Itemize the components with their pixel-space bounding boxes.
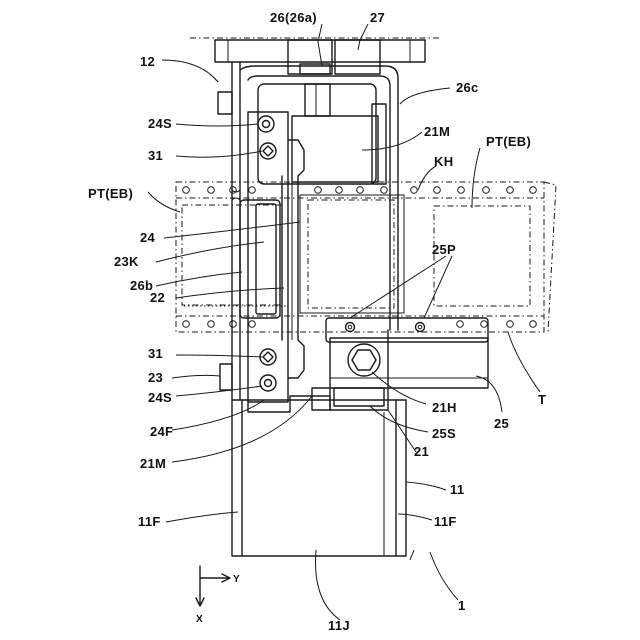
label-31-top: 31 — [148, 148, 163, 163]
label-21m-bottom: 21M — [140, 456, 166, 471]
screw-24s-top — [258, 116, 274, 132]
axis-x-label: X — [196, 614, 203, 625]
label-25: 25 — [494, 416, 509, 431]
label-23: 23 — [148, 370, 163, 385]
label-pt-eb-right: PT(EB) — [486, 134, 531, 149]
label-11f-left: 11F — [138, 514, 161, 529]
label-1: 1 — [458, 598, 466, 613]
cassette-25 — [326, 318, 488, 388]
label-22: 22 — [150, 290, 165, 305]
upper-frame — [258, 84, 386, 184]
label-11f-right: 11F — [434, 514, 457, 529]
label-21: 21 — [414, 444, 429, 459]
label-26-26a: 26(26a) — [270, 10, 317, 25]
base-11 — [232, 400, 406, 556]
reference-labels: 26(26a) 27 12 26c 24S 21M PT(EB) KH 31 P… — [88, 10, 546, 633]
tape — [176, 182, 556, 332]
label-24: 24 — [140, 230, 156, 245]
label-24f: 24F — [150, 424, 173, 439]
label-11j: 11J — [328, 618, 350, 633]
axes: Y X — [196, 566, 240, 625]
label-26c: 26c — [456, 80, 479, 95]
top-mechanism — [190, 38, 440, 74]
label-24s-bottom: 24S — [148, 390, 172, 405]
screw-24s-bottom — [260, 375, 276, 391]
label-23k: 23K — [114, 254, 139, 269]
label-11: 11 — [450, 482, 464, 497]
left-guide — [240, 200, 280, 318]
label-25p: 25P — [432, 242, 456, 257]
label-21h: 21H — [432, 400, 457, 415]
label-24s-top: 24S — [148, 116, 172, 131]
label-12: 12 — [140, 54, 155, 69]
sprocket-holes — [183, 187, 537, 328]
label-25s: 25S — [432, 426, 456, 441]
label-21m-top: 21M — [424, 124, 450, 139]
label-t: T — [538, 392, 546, 407]
label-kh: KH — [434, 154, 453, 169]
label-31-bottom: 31 — [148, 346, 163, 361]
axis-y-label: Y — [233, 574, 240, 585]
label-27: 27 — [370, 10, 385, 25]
label-pt-eb-left: PT(EB) — [88, 186, 133, 201]
